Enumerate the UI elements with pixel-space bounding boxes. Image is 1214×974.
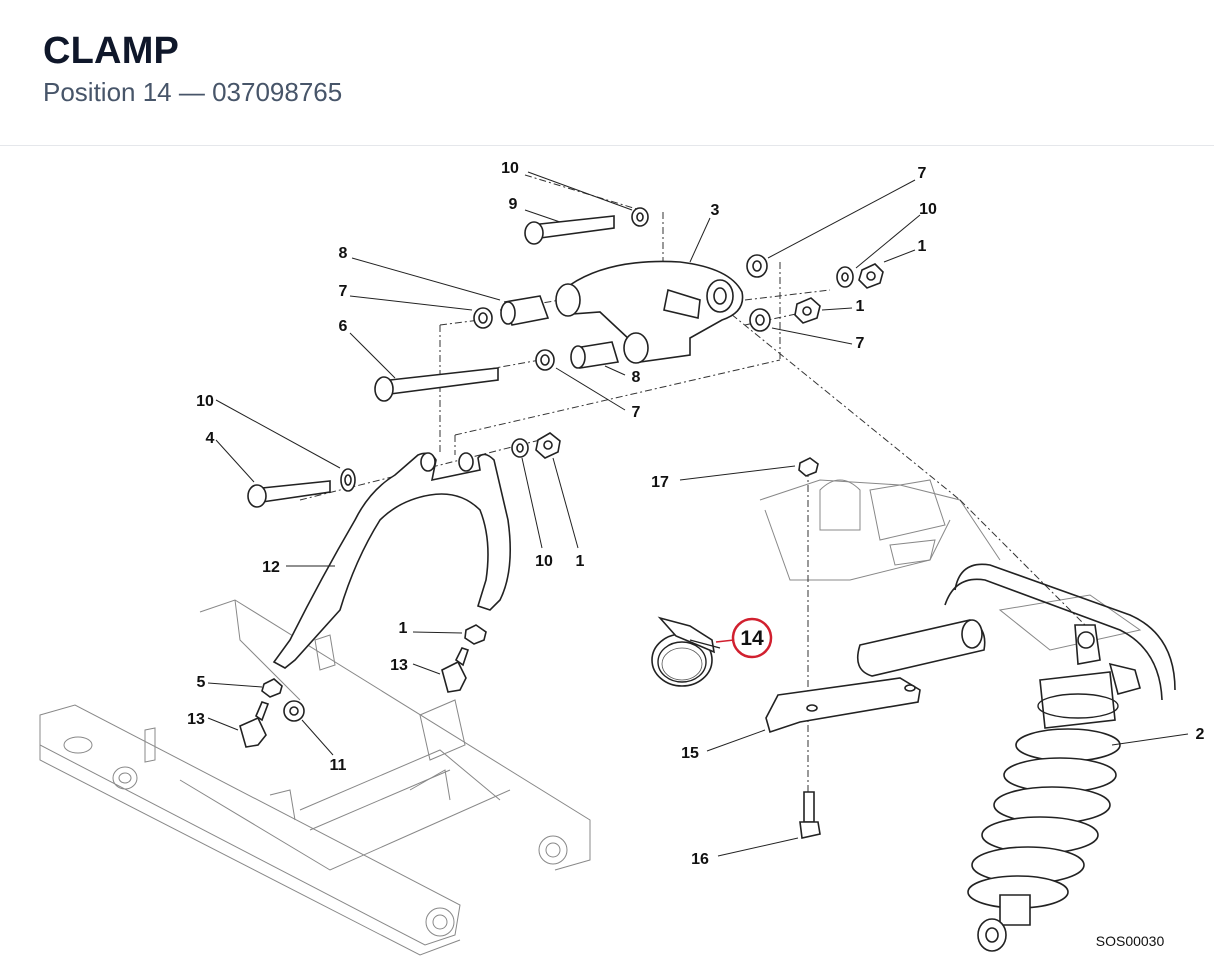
grease-nipple-lower: [239, 701, 270, 748]
callout-1: 1: [856, 298, 865, 315]
callout-7: 7: [339, 283, 348, 300]
callout-11: 11: [330, 757, 347, 774]
leader-lines: [207, 171, 1189, 857]
callout-5: 5: [197, 674, 206, 691]
callout-9: 9: [509, 196, 518, 213]
callout-labels: 10 9 3 7 10 1 8 7 1 6 8 7 7 10 4 17 10 1…: [187, 160, 1204, 868]
clamp-part: [651, 616, 721, 687]
callout-7: 7: [918, 165, 927, 182]
callout-7: 7: [856, 335, 865, 352]
rocker-arm: [555, 260, 744, 364]
bolt-9: [524, 215, 615, 245]
shock-absorber: [856, 563, 1176, 952]
tie-rod: [272, 452, 512, 669]
bolt-4: [247, 480, 331, 508]
callout-1: 1: [399, 620, 408, 637]
page-title: CLAMP: [43, 30, 180, 72]
bolt-16: [799, 791, 821, 839]
callout-10: 10: [919, 201, 937, 218]
callout-13: 13: [390, 657, 408, 674]
callout-3: 3: [711, 202, 720, 219]
callout-13: 13: [187, 711, 205, 728]
callout-10: 10: [196, 393, 214, 410]
callout-1: 1: [918, 238, 927, 255]
highlight-ring: [731, 617, 773, 659]
callout-2: 2: [1196, 726, 1205, 743]
callout-8: 8: [632, 369, 641, 386]
part-subtitle: Position 14 — 037098765: [43, 77, 343, 107]
page-header: CLAMP Position 14 — 037098765: [0, 0, 1214, 146]
bracket-15: [765, 677, 921, 734]
bolt-6: [374, 367, 499, 402]
drawing-code: SOS00030: [1096, 933, 1165, 949]
callout-10: 10: [501, 160, 519, 177]
callout-16: 16: [691, 851, 709, 868]
nuts: [261, 263, 884, 698]
callout-7: 7: [632, 404, 641, 421]
highlight-label: 14: [740, 627, 764, 650]
callout-6: 6: [339, 318, 348, 335]
grease-nipple-upper: [441, 647, 470, 693]
callout-1: 1: [576, 553, 585, 570]
callout-4: 4: [206, 430, 215, 447]
callout-8: 8: [339, 245, 348, 262]
callout-12: 12: [262, 559, 280, 576]
swingarm-drawing: [39, 599, 591, 956]
callout-17: 17: [651, 474, 669, 491]
bush-11: [283, 700, 305, 722]
callout-15: 15: [681, 745, 699, 762]
highlighted-callout: 14: [731, 617, 773, 659]
bushings-and-spacers: [340, 207, 854, 492]
callout-10: 10: [535, 553, 553, 570]
